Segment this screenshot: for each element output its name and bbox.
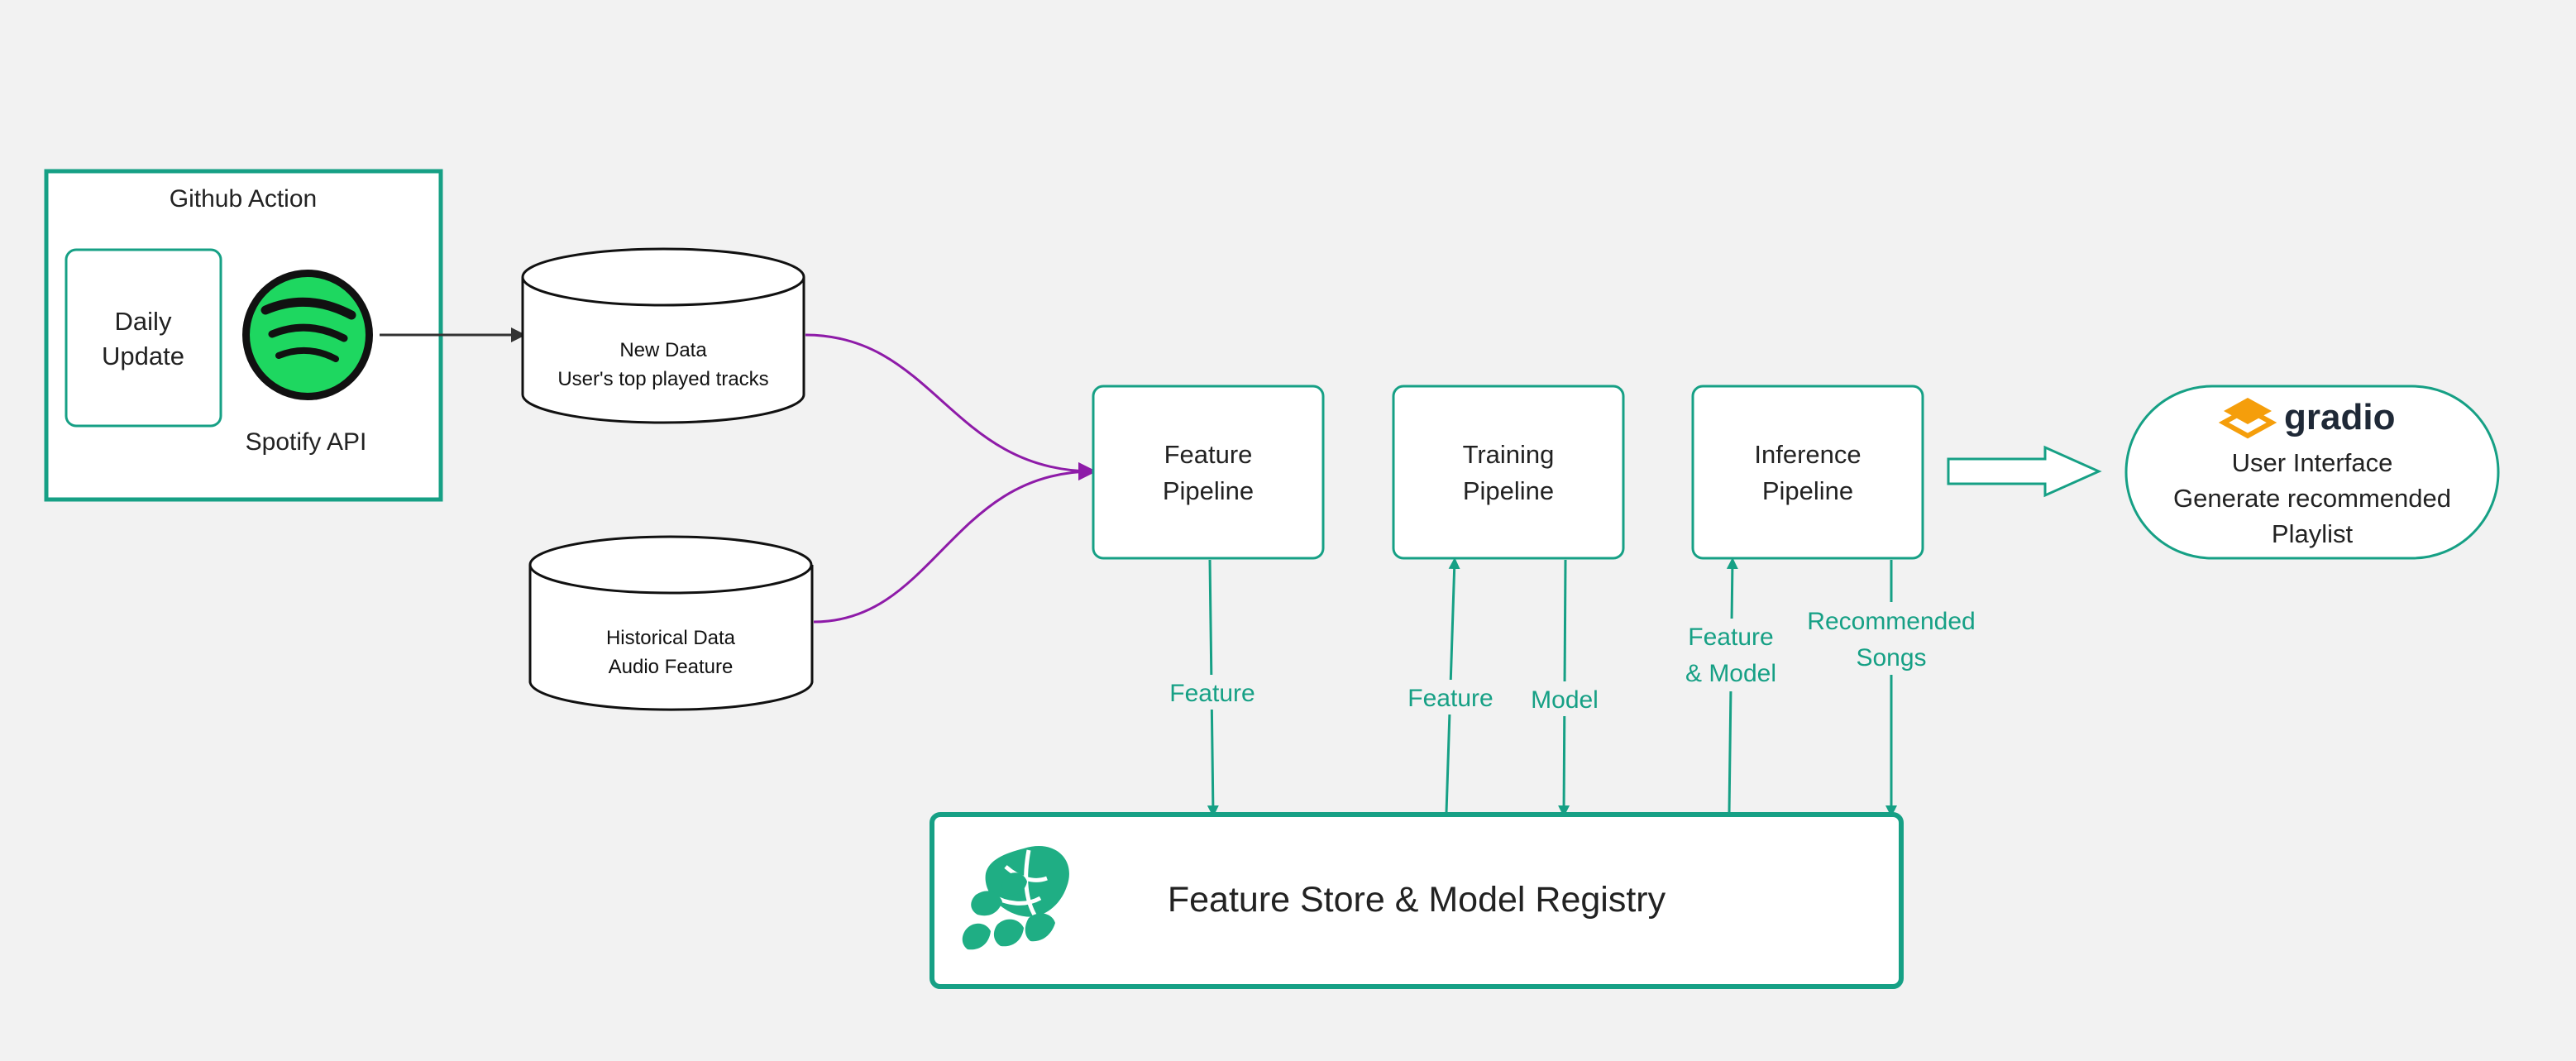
store-to-training-arrow: Feature [1400,557,1501,814]
new-data-line1: New Data [619,339,707,361]
store-to-inference-label2: & Model [1685,660,1776,687]
store-to-inference-arrow: Feature & Model [1676,557,1789,814]
feature-store-box: Feature Store & Model Registry [930,812,1904,989]
hopsworks-logo-icon [962,846,1069,950]
store-to-inference-label1: Feature [1688,624,1773,651]
daily-update-box: Daily Update [65,248,222,428]
daily-update-line2: Update [102,342,184,370]
ui-line1: User Interface [2232,448,2393,477]
new-data-cylinder: New Data User's top played tracks [521,247,805,424]
inference-pipeline-line1: Inference [1754,440,1861,469]
spotify-api-label: Spotify API [246,428,367,456]
inference-pipeline-line2: Pipeline [1762,476,1853,505]
training-pipeline-box: Training Pipeline [1392,385,1625,560]
ui-pill: gradio User Interface Generate recommend… [2124,385,2500,560]
store-to-training-label: Feature [1407,685,1493,712]
gradio-logo-icon [2218,398,2277,439]
newdata-to-feature-curve [805,333,1097,480]
training-pipeline-line1: Training [1463,440,1555,469]
historical-data-cylinder: Historical Data Audio Feature [528,535,814,711]
gradio-brand-text: gradio [2284,397,2395,437]
recommended-songs-label1: Recommended [1807,608,1975,635]
github-action-title: Github Action [170,185,317,213]
historical-to-feature-curve [813,462,1097,624]
new-data-line2: User's top played tracks [557,368,768,390]
historical-data-line1: Historical Data [606,627,736,649]
feature-pipeline-line1: Feature [1164,440,1253,469]
training-pipeline-line2: Pipeline [1463,476,1554,505]
training-to-store-arrow: Model [1522,559,1608,817]
spotify-logo-icon [236,262,379,407]
recommended-songs-label2: Songs [1856,644,1926,671]
feature-pipeline-box: Feature Pipeline [1092,385,1325,560]
historical-data-line2: Audio Feature [609,656,734,678]
inference-to-store-arrow: Recommended Songs [1797,560,1986,817]
feature-pipeline-line2: Pipeline [1163,476,1254,505]
daily-update-line1: Daily [115,307,172,336]
feature-edge-label: Feature [1169,680,1255,707]
inference-to-ui-arrow [1947,445,2102,498]
inference-pipeline-box: Inference Pipeline [1691,385,1924,560]
ui-line3: Playlist [2272,519,2354,548]
model-edge-label: Model [1531,686,1599,714]
ui-line2: Generate recommended [2173,484,2451,513]
github-action-group: Github Action Daily Update Spotify API [44,169,443,502]
feature-store-label: Feature Store & Model Registry [1168,880,1666,920]
feature-to-store-arrow: Feature [1162,559,1263,817]
